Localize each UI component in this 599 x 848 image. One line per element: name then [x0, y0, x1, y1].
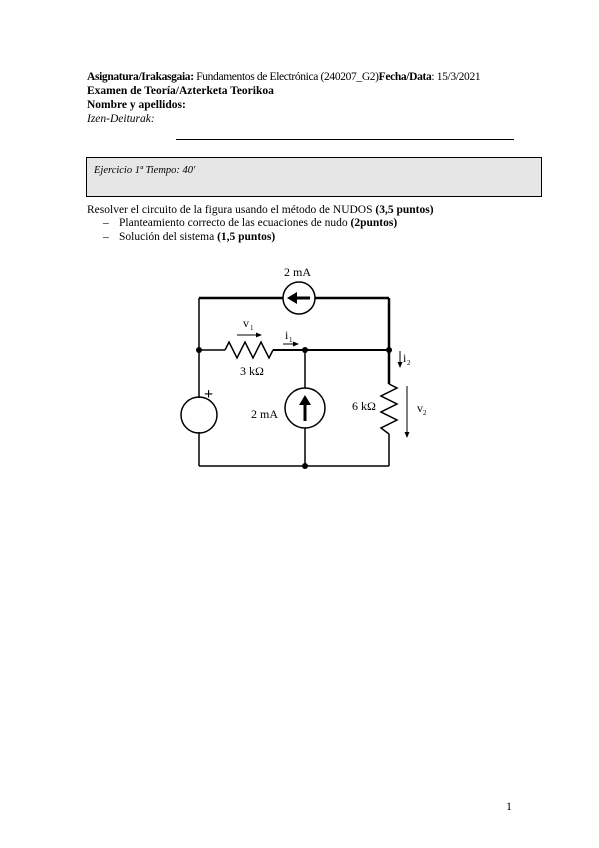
middle-current-source: [284, 387, 326, 429]
name-label-basque: Izen-Deiturak:: [87, 113, 155, 125]
dash-bullet: –: [103, 231, 109, 243]
bullet-points: (2puntos): [350, 217, 398, 229]
exercise-label: Ejercicio 1ª Tiempo: 40': [94, 165, 196, 176]
name-signature-line: [176, 139, 514, 140]
v2-arrow-head: [404, 432, 410, 438]
subject-label: Asignatura/Irakasgaia:: [87, 71, 194, 83]
node-bottom: [302, 463, 308, 469]
node-left: [196, 347, 202, 353]
i2-arrow-head: [397, 362, 403, 368]
resistor-6k: [379, 383, 399, 435]
page-number: 1: [506, 799, 512, 813]
resistor-3k: [224, 340, 274, 360]
i1-arrow-head: [293, 341, 299, 347]
subject-line: Asignatura/Irakasgaia: Fundamentos de El…: [87, 71, 481, 83]
bullet-item: –Planteamiento correcto de las ecuacione…: [103, 217, 397, 229]
task-text: Resolver el circuito de la figura usando…: [87, 204, 376, 216]
v1-label: v: [243, 316, 249, 330]
resistor-6k-label: 6 kΩ: [352, 399, 376, 413]
v1-subscript: 1: [250, 324, 254, 332]
exercise-box: Ejercicio 1ª Tiempo: 40': [86, 157, 542, 197]
node-mid: [302, 347, 308, 353]
plus-sign: +: [204, 386, 213, 403]
i2-subscript: 2: [407, 359, 411, 367]
top-source-label: 2 mA: [284, 265, 311, 279]
i1-label: i: [285, 328, 289, 342]
date-value: : 15/3/2021: [431, 71, 481, 83]
i1-subscript: 1: [289, 336, 293, 344]
node-right: [386, 347, 392, 353]
top-source-arrow-head: [287, 292, 297, 304]
v1-arrow-head: [256, 332, 262, 338]
exam-title: Examen de Teoría/Azterketa Teorikoa: [87, 85, 274, 97]
top-current-source: [282, 281, 316, 315]
v2-label: v: [417, 401, 423, 415]
bullet-points: (1,5 puntos): [217, 231, 276, 243]
task-statement: Resolver el circuito de la figura usando…: [87, 204, 434, 216]
resistor-3k-label: 3 kΩ: [240, 364, 264, 378]
subject-value: Fundamentos de Electrónica (240207_G2): [193, 71, 379, 83]
middle-source-arrow-shaft: [303, 404, 307, 421]
task-points: (3,5 puntos): [375, 204, 434, 216]
voltage-source: [180, 396, 218, 434]
bullet-text: Solución del sistema: [119, 231, 218, 243]
middle-source-label: 2 mA: [251, 407, 278, 421]
i2-label: i: [403, 351, 407, 365]
top-source-arrow-shaft: [296, 296, 310, 300]
name-label: Nombre y apellidos:: [87, 99, 186, 111]
v2-subscript: 2: [423, 409, 427, 417]
bullet-item: –Solución del sistema (1,5 puntos): [103, 231, 275, 243]
bullet-text: Planteamiento correcto de las ecuaciones…: [119, 217, 351, 229]
dash-bullet: –: [103, 217, 109, 229]
middle-source-arrow-head: [299, 395, 311, 405]
date-label: Fecha/Data: [378, 71, 432, 83]
